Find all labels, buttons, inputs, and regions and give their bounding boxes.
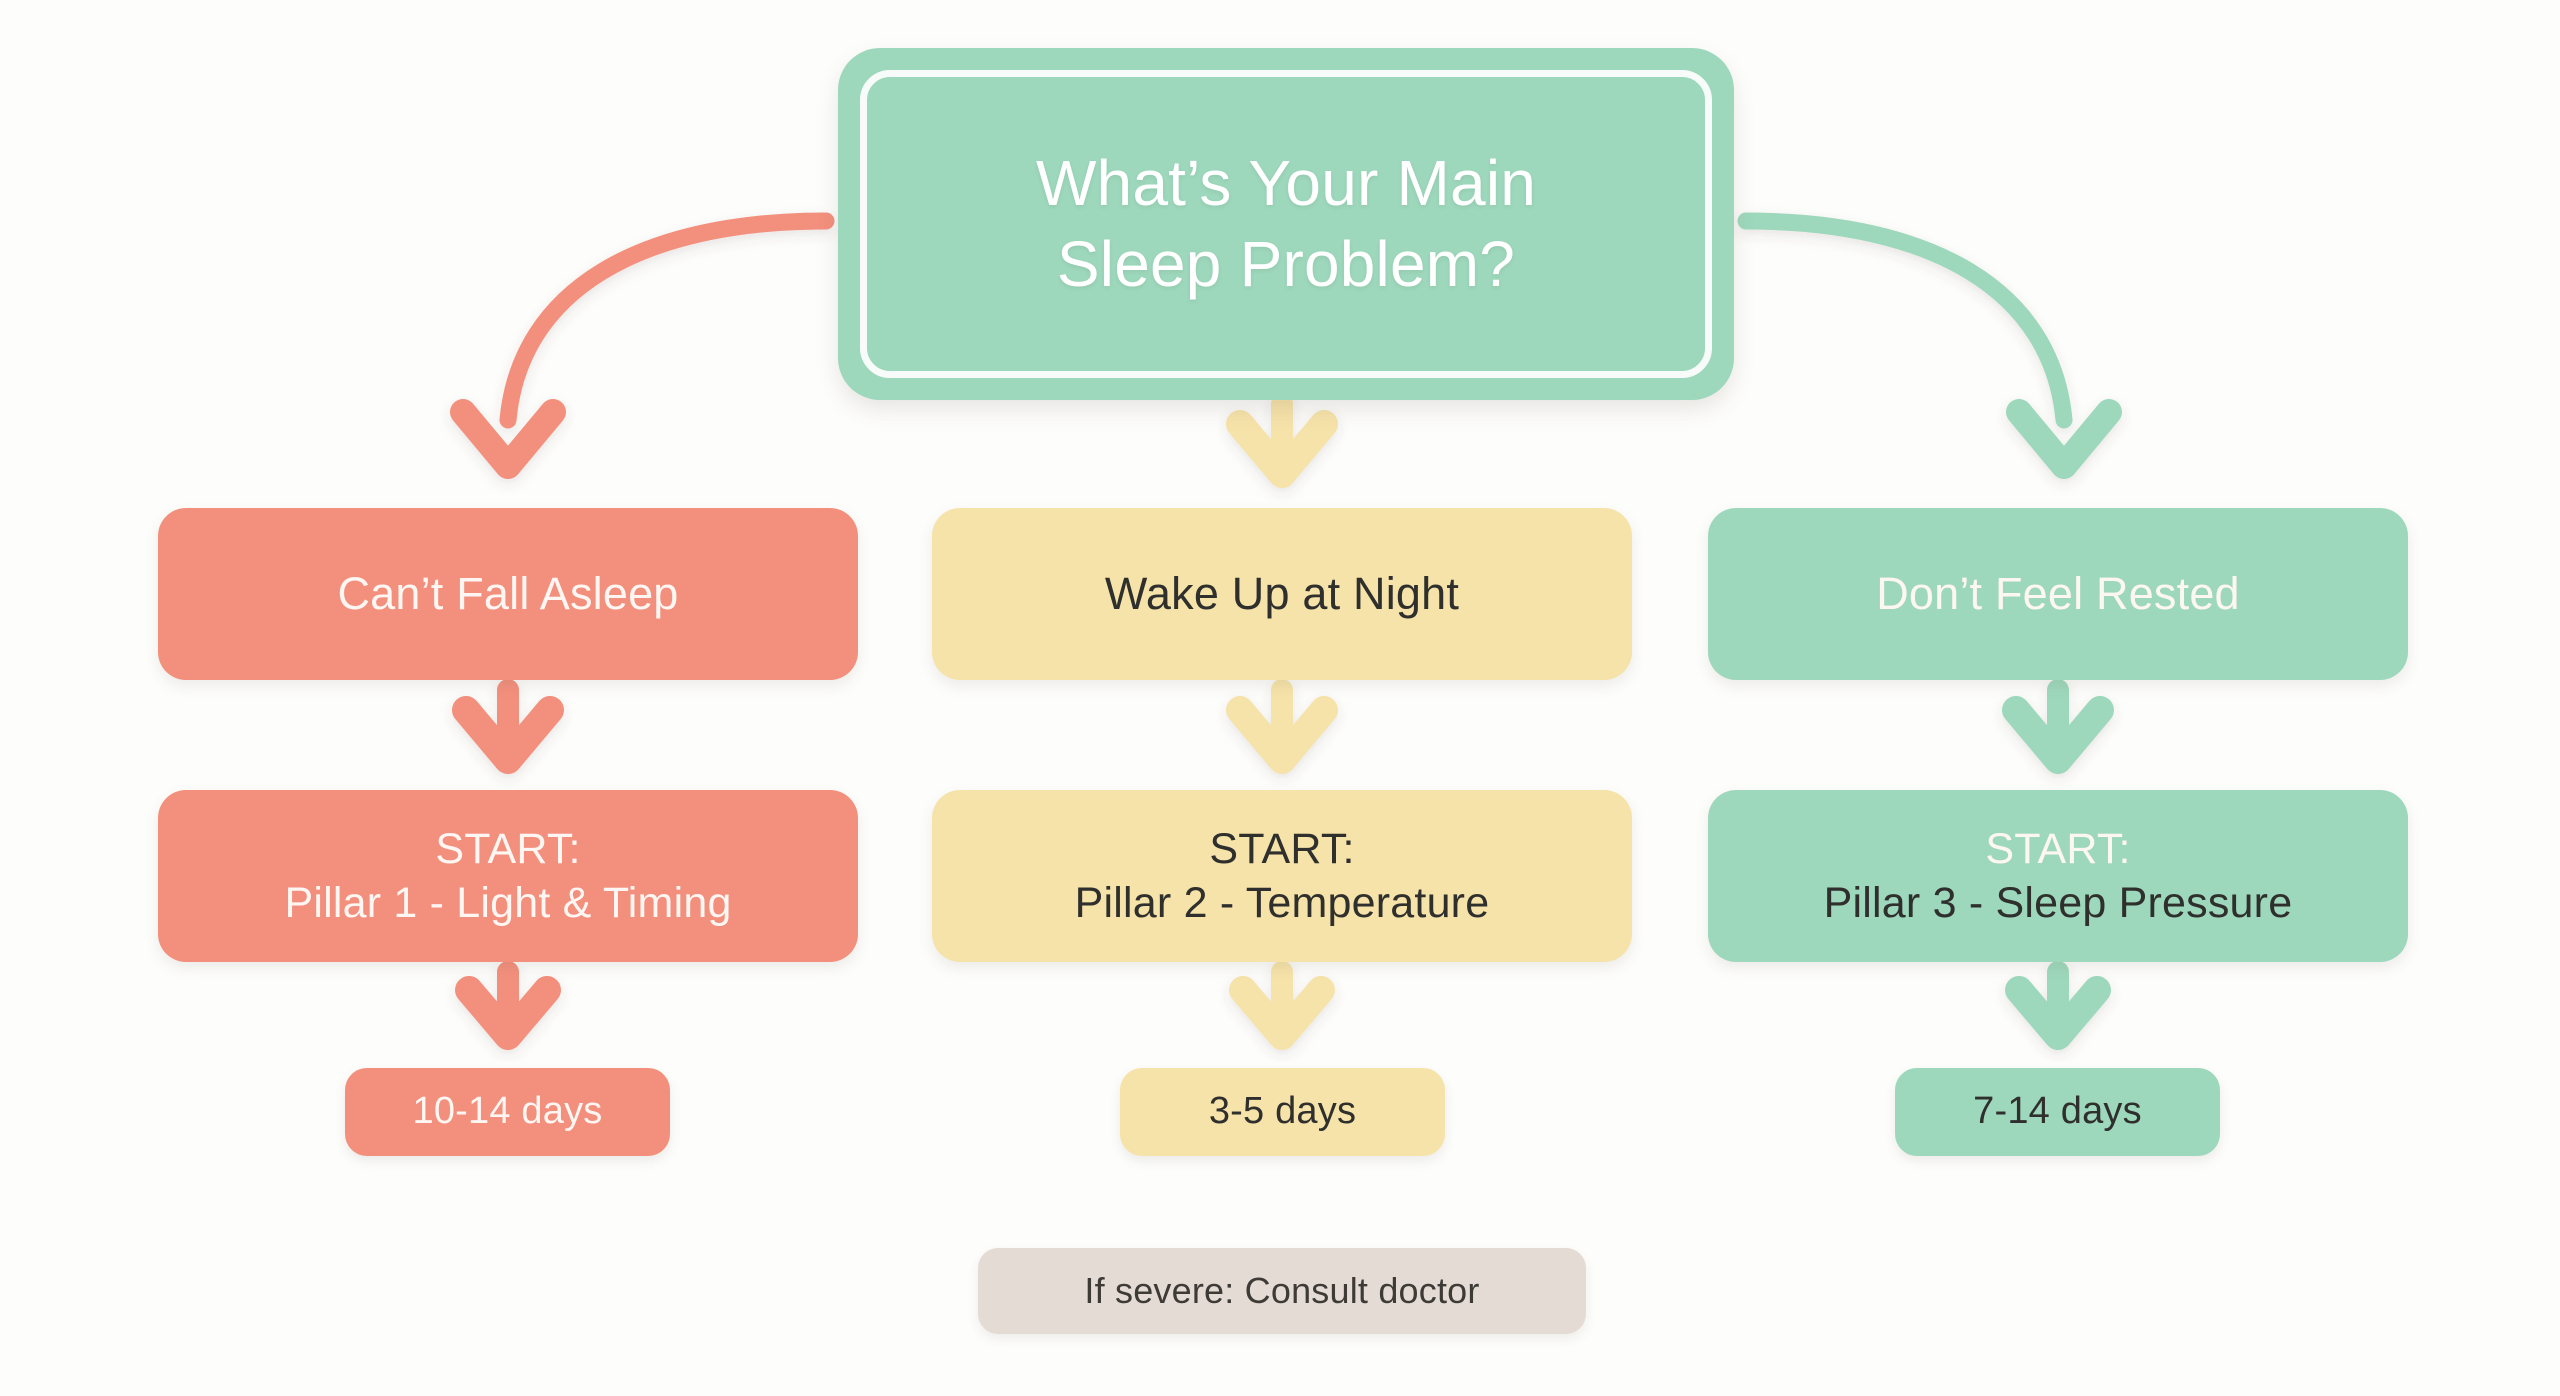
duration-label: 10-14 days: [412, 1090, 603, 1133]
page-title-line-2: Sleep Problem?: [1056, 228, 1516, 300]
arrow-middle-problem-to-start: [1226, 679, 1338, 774]
duration-pill-left[interactable]: 10-14 days: [345, 1068, 670, 1156]
start-box-pillar-1[interactable]: START: Pillar 1 - Light & Timing: [158, 790, 858, 962]
problem-label: Wake Up at Night: [1104, 567, 1460, 619]
main-question-box[interactable]: What’s Your Main Sleep Problem?: [838, 48, 1734, 400]
problem-label: Don’t Feel Rested: [1876, 567, 2240, 619]
problem-box-cant-fall-asleep[interactable]: Can’t Fall Asleep: [158, 508, 858, 680]
start-label: START:: [1985, 824, 2131, 873]
pillar-label: Pillar 1 - Light & Timing: [284, 879, 732, 927]
arrow-middle-start-to-duration: [1229, 961, 1335, 1050]
problem-box-dont-feel-rested[interactable]: Don’t Feel Rested: [1708, 508, 2408, 680]
arrow-left-problem-to-start: [452, 679, 564, 774]
arrow-title-to-right-branch: [1737, 212, 2122, 479]
pillar-label: Pillar 2 - Temperature: [1074, 879, 1490, 927]
arrow-right-start-to-duration: [2005, 961, 2111, 1050]
duration-label: 7-14 days: [1973, 1090, 2142, 1133]
duration-label: 3-5 days: [1208, 1090, 1357, 1133]
severity-advisory-note[interactable]: If severe: Consult doctor: [978, 1248, 1586, 1334]
start-box-pillar-2[interactable]: START: Pillar 2 - Temperature: [932, 790, 1632, 962]
problem-box-wake-up-at-night[interactable]: Wake Up at Night: [932, 508, 1632, 680]
arrow-title-to-middle-branch: [1226, 393, 1338, 488]
start-label: START:: [1209, 824, 1355, 873]
start-label: START:: [435, 824, 581, 873]
start-box-pillar-3[interactable]: START: Pillar 3 - Sleep Pressure: [1708, 790, 2408, 962]
duration-pill-middle[interactable]: 3-5 days: [1120, 1068, 1445, 1156]
problem-label: Can’t Fall Asleep: [337, 567, 679, 619]
duration-pill-right[interactable]: 7-14 days: [1895, 1068, 2220, 1156]
page-title-line-1: What’s Your Main: [1035, 147, 1537, 220]
arrow-title-to-left-branch: [450, 212, 835, 479]
advisory-label: If severe: Consult doctor: [1084, 1270, 1480, 1312]
arrow-right-problem-to-start: [2002, 679, 2114, 774]
arrow-left-start-to-duration: [455, 961, 561, 1050]
pillar-label: Pillar 3 - Sleep Pressure: [1823, 879, 2293, 927]
